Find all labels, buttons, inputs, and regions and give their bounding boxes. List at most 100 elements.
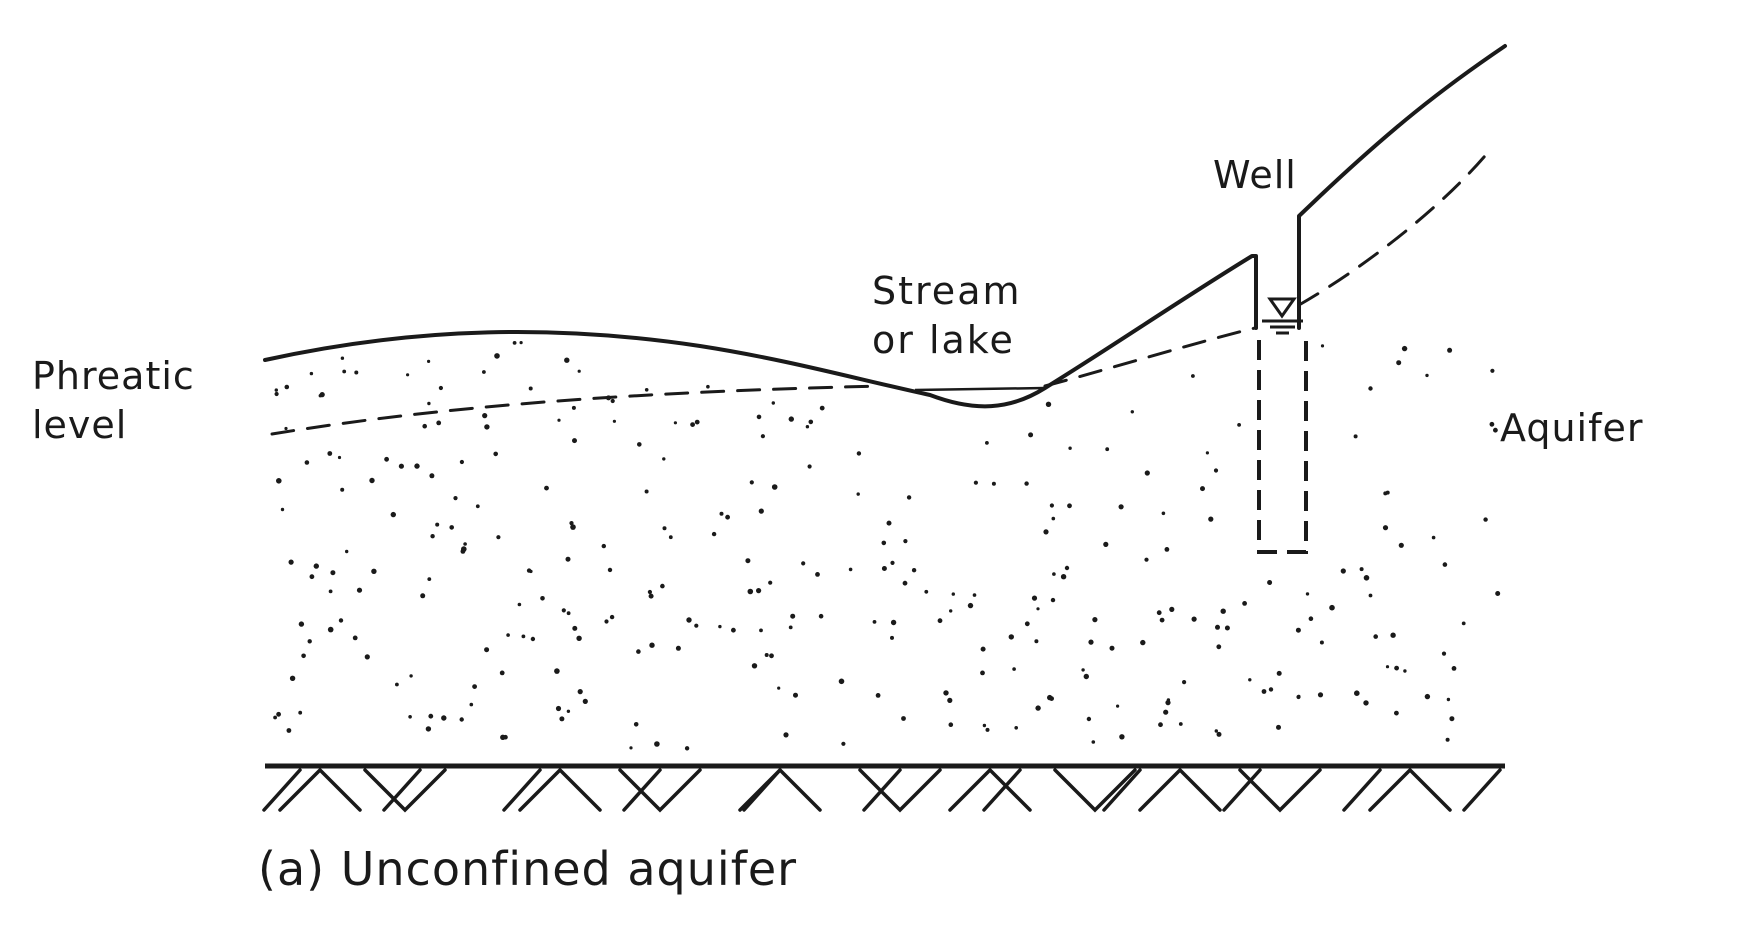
sand-stipple-dot — [1067, 503, 1072, 509]
sand-stipple-dot — [301, 653, 306, 659]
sand-stipple-dot — [327, 451, 333, 456]
sand-stipple-dot — [751, 663, 758, 669]
sand-stipple-dot — [428, 713, 434, 719]
sand-stipple-dot — [1431, 535, 1436, 540]
sand-stipple-dot — [690, 422, 695, 427]
sand-stipple-dot — [337, 455, 342, 460]
sand-stipple-dot — [435, 522, 440, 527]
sand-stipple-dot — [340, 487, 345, 492]
sand-stipple-dot — [801, 561, 806, 566]
sand-stipple-dot — [340, 356, 345, 360]
sand-stipple-dot — [1156, 610, 1162, 616]
sand-stipple-dot — [309, 371, 314, 376]
sand-stipple-dot — [1028, 432, 1034, 438]
sand-stipple-dot — [1036, 607, 1040, 611]
sand-stipple-dot — [790, 613, 796, 619]
sand-stipple-dot — [1051, 516, 1056, 521]
sand-stipple-dot — [718, 624, 722, 629]
water-level-symbol — [1262, 297, 1303, 335]
sand-stipple-dot — [815, 572, 820, 577]
sand-stipple-dot — [530, 636, 536, 642]
sand-stipple-dot — [662, 457, 666, 461]
sand-stipple-dot — [1319, 640, 1324, 645]
sand-stipple-dot — [841, 741, 846, 746]
sand-stipple-dot — [1401, 345, 1408, 352]
sand-stipple-dot — [304, 460, 310, 465]
base-hatch-mark — [982, 768, 1022, 812]
sand-stipple-dot — [1163, 709, 1169, 715]
sand-stipple-dot — [469, 702, 474, 707]
sand-stipple-dot — [561, 608, 566, 613]
sand-stipple-dot — [819, 405, 825, 411]
sand-stipple-dot — [1035, 705, 1041, 711]
sand-stipple-dot — [1489, 421, 1495, 427]
sand-stipple-dot — [673, 421, 678, 425]
sand-stipple-dot — [274, 391, 279, 397]
sand-stipple-dot — [1130, 410, 1135, 414]
sand-stipple-dot — [1086, 716, 1092, 722]
aquifer-label: Aquifer — [1500, 406, 1644, 450]
base-hatch-mark — [1368, 768, 1452, 812]
sand-stipple-dot — [1295, 627, 1301, 633]
sand-stipple-dot — [1442, 562, 1448, 567]
sand-stipple-dot — [506, 633, 510, 637]
sand-stipple-dot — [369, 477, 375, 484]
sand-stipple-dot — [499, 670, 505, 676]
sand-stipple-dot — [517, 602, 522, 607]
sand-stipple-dot — [569, 521, 574, 526]
sand-stipple-dot — [1403, 669, 1407, 673]
sand-stipple-dot — [284, 384, 290, 390]
sand-stipple-dot — [406, 373, 410, 377]
sand-stipple-dot — [1308, 616, 1314, 621]
sand-stipple-dot — [582, 698, 588, 705]
sand-stipple-dot — [1446, 697, 1451, 702]
sand-stipple-dot — [309, 574, 315, 580]
base-hatch-mark — [738, 768, 822, 812]
sand-stipple-dot — [1224, 625, 1230, 631]
sand-stipple-dot — [1363, 575, 1370, 581]
sand-stipple-dot — [1382, 525, 1389, 531]
sand-stipple-dot — [980, 646, 986, 652]
sand-stipple-dot — [604, 619, 609, 624]
sand-stipple-dot — [719, 511, 724, 516]
sand-stipple-dot — [1215, 624, 1220, 630]
sand-stipple-dot — [427, 401, 431, 406]
sand-stipple-dot — [565, 556, 571, 562]
sand-stipple-dot — [1373, 634, 1378, 639]
sand-stipple-dot — [764, 653, 769, 657]
sand-stipple-dot — [1368, 386, 1373, 391]
sand-stipple-dot — [338, 618, 344, 623]
sand-stipple-dot — [1267, 580, 1273, 585]
sand-stipple-dot — [1305, 592, 1310, 596]
base-hatch-mark — [518, 768, 602, 812]
sand-stipple-dot — [1214, 729, 1219, 733]
sand-stipple-dot — [771, 484, 778, 490]
sand-stipple-dot — [985, 727, 990, 732]
sand-stipple-dot — [1052, 572, 1056, 576]
figure-caption: (a) Unconfined aquifer — [258, 842, 798, 896]
sand-stipple-dot — [566, 611, 571, 616]
sand-stipple-dot — [459, 459, 464, 465]
sand-stipple-dot — [694, 623, 699, 628]
sand-stipple-dot — [749, 480, 754, 485]
sand-stipple-dot — [1014, 726, 1018, 730]
sand-stipple-dot — [559, 716, 565, 722]
sand-stipple-dot — [636, 649, 641, 654]
sand-stipple-dot — [807, 464, 812, 469]
sand-stipple-dot — [1495, 591, 1501, 596]
sand-stipple-dot — [342, 369, 347, 374]
sand-stipple-dot — [783, 732, 789, 738]
sand-stipple-dot — [459, 717, 464, 722]
sand-stipple-dot — [436, 420, 442, 426]
sand-stipple-dot — [429, 473, 435, 479]
sand-stipple-dot — [805, 425, 810, 429]
sand-stipple-dot — [371, 568, 377, 574]
sand-stipple-dot — [1383, 491, 1388, 496]
sand-stipple-dot — [398, 463, 404, 469]
sand-stipple-dot — [1012, 667, 1016, 671]
sand-stipple-dot — [460, 549, 466, 554]
sand-stipple-dot — [463, 542, 467, 546]
sand-stipple-dot — [313, 563, 319, 569]
sand-stipple-dot — [1118, 504, 1124, 510]
sand-stipple-dot — [706, 384, 710, 389]
